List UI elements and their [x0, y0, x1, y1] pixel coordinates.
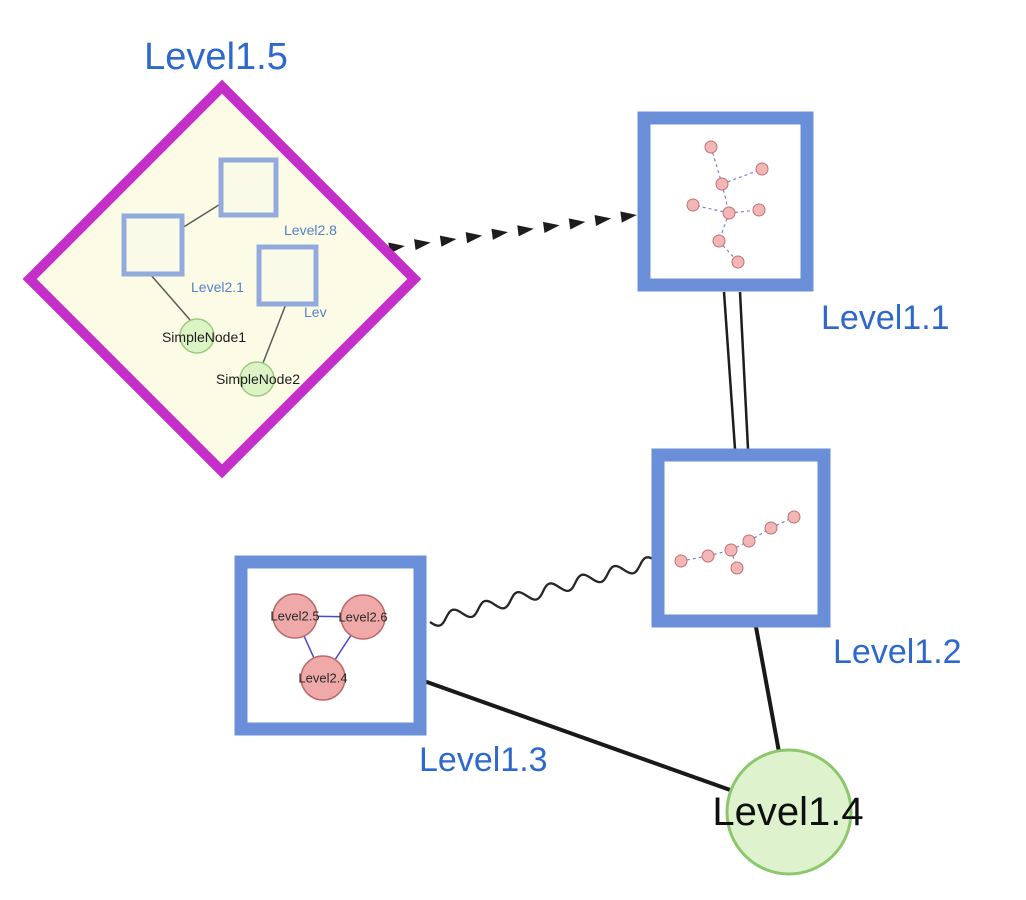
edge-level1-1-to-level1-2-1[interactable]: [722, 291, 737, 450]
mini-edge-level1-2: [680, 555, 709, 562]
label-level1-4: Level1.4: [712, 790, 864, 834]
mini-node-level1-2[interactable]: [674, 554, 688, 568]
label-level2-5: Level2.5: [270, 608, 320, 624]
mini-node-level1-1[interactable]: [712, 234, 726, 248]
edge-level1-5-to-level1-1-segment[interactable]: [542, 220, 560, 233]
mini-edge-level1-1: [718, 240, 739, 263]
edge-level1-5-to-level1-1-segment[interactable]: [594, 213, 612, 227]
edge-level1-2-to-level1-4[interactable]: [754, 625, 781, 754]
edge-level1-5-to-level1-1-segment[interactable]: [414, 237, 431, 251]
node-level2-4[interactable]: [300, 655, 346, 701]
mini-edge-level1-2: [748, 527, 772, 542]
mini-node-level1-1[interactable]: [755, 162, 769, 176]
node-level1-4[interactable]: [725, 748, 853, 876]
label-level1-3: Level1.3: [419, 741, 548, 779]
edge-level1-5-to-level1-1-segment[interactable]: [491, 227, 509, 240]
mini-node-level1-2[interactable]: [730, 561, 744, 575]
label-level1-2: Level1.2: [833, 633, 962, 671]
inner-square-level2-x[interactable]: [256, 244, 319, 307]
label-level1-1: Level1.1: [821, 299, 950, 337]
group-node-level1-5[interactable]: [22, 79, 422, 479]
node-level1-1[interactable]: [637, 111, 814, 292]
node-level1-2[interactable]: [651, 448, 831, 628]
diamond-inner-edge-1[interactable]: [181, 202, 223, 229]
inner-square-level2-1[interactable]: [121, 213, 185, 277]
label-level2-truncated: Lev: [304, 304, 327, 320]
edge-level1-5-to-level1-1-segment[interactable]: [517, 223, 534, 237]
node-simplenode2[interactable]: [239, 361, 275, 397]
label-level2-1: Level2.1: [191, 279, 244, 295]
edge-level1-3-to-level1-2[interactable]: [429, 556, 657, 627]
mini-node-level1-1[interactable]: [752, 203, 766, 217]
diamond-inner-edge-2[interactable]: [149, 273, 192, 322]
mini-node-level1-1[interactable]: [704, 140, 718, 154]
mini-node-level1-1[interactable]: [722, 206, 736, 220]
mini-node-level1-1[interactable]: [731, 255, 745, 269]
mini-edge-level1-2: [770, 516, 795, 529]
mini-node-level1-2[interactable]: [701, 549, 715, 563]
label-level2-4: Level2.4: [298, 670, 348, 686]
edge-level1-5-to-level1-1-segment[interactable]: [620, 209, 637, 223]
node-simplenode1[interactable]: [179, 318, 215, 354]
mini-node-level1-2[interactable]: [742, 534, 756, 548]
label-level2-8: Level2.8: [284, 222, 337, 238]
mini-node-level1-1[interactable]: [686, 198, 700, 212]
node-level1-3[interactable]: [234, 555, 427, 736]
mini-node-level1-2[interactable]: [787, 510, 801, 524]
mini-edge-level1-1: [721, 168, 763, 185]
node-level2-5[interactable]: [272, 593, 318, 639]
edge-level1-3-to-level1-4[interactable]: [422, 679, 735, 793]
label-level1-5: Level1.5: [144, 36, 288, 78]
mini-node-level1-1[interactable]: [715, 177, 729, 191]
edge-level1-5-to-level1-1-segment[interactable]: [568, 216, 586, 230]
edge-level1-5-to-level1-1-segment[interactable]: [439, 234, 457, 247]
mini-node-level1-2[interactable]: [724, 543, 738, 557]
edge-level1-5-to-level1-1-segment[interactable]: [465, 230, 483, 244]
mini-node-level1-2[interactable]: [764, 521, 778, 535]
node-level2-6[interactable]: [340, 594, 386, 640]
diamond-inner-edge-3[interactable]: [262, 303, 287, 364]
inner-square-level2-8[interactable]: [218, 157, 279, 218]
label-level2-6: Level2.6: [338, 609, 388, 625]
edge-level1-1-to-level1-2-2[interactable]: [738, 291, 750, 450]
label-simplenode1: SimpleNode1: [161, 329, 247, 345]
label-simplenode2: SimpleNode2: [215, 371, 301, 387]
